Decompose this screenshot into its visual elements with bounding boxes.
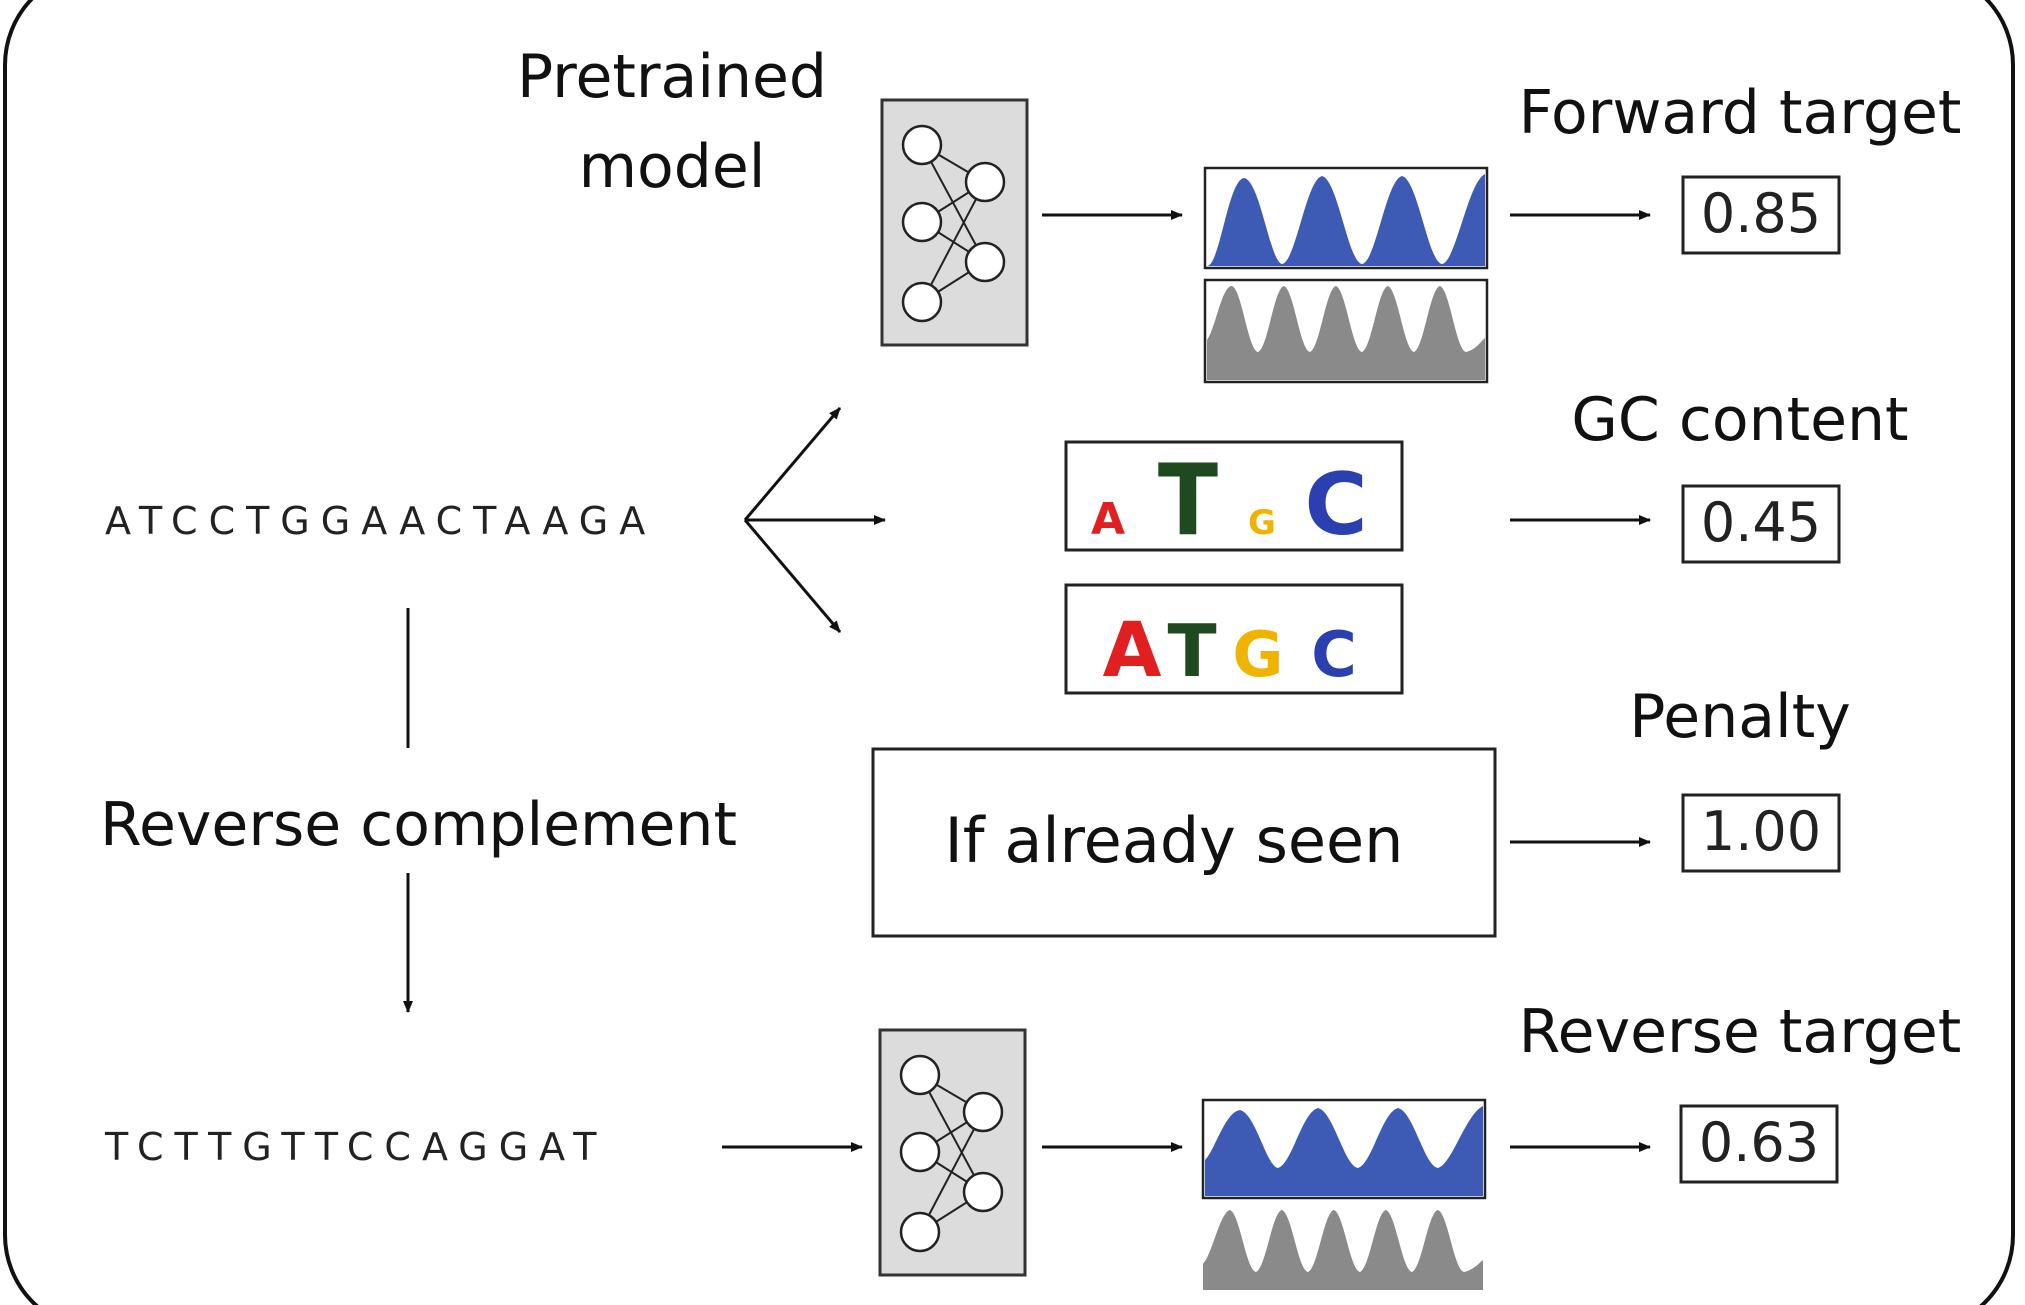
sequence-logo-top: A T G C bbox=[1064, 440, 1404, 558]
gc-content-label: GC content bbox=[1571, 385, 1908, 455]
gray-signal-track-reverse bbox=[1203, 1210, 1483, 1290]
logo-letter-c-large: C bbox=[1304, 455, 1367, 555]
penalty-value: 1.00 bbox=[1701, 800, 1821, 863]
reverse-complement-label: Reverse complement bbox=[100, 790, 737, 860]
node-icon bbox=[901, 281, 943, 323]
arrows bbox=[403, 210, 1651, 1152]
node-icon bbox=[899, 1054, 941, 1096]
node-icon bbox=[899, 1131, 941, 1173]
logo-letter-c: C bbox=[1311, 618, 1357, 691]
signal-tracks-forward bbox=[1203, 166, 1489, 384]
node-icon bbox=[962, 1091, 1004, 1133]
logo-letter-a-small: A bbox=[1091, 494, 1125, 545]
arrow-fan-up bbox=[743, 407, 842, 521]
pretrained-model-label-line1: Pretrained bbox=[517, 42, 827, 112]
node-icon bbox=[899, 1211, 941, 1253]
penalty-condition-text: If already seen bbox=[945, 804, 1404, 877]
penalty-condition-box bbox=[871, 747, 1497, 938]
blue-signal-track-forward bbox=[1207, 174, 1485, 266]
value-box-gc: 0.45 bbox=[1681, 484, 1841, 564]
logo-letter-a: A bbox=[1103, 605, 1162, 694]
signal-tracks-reverse bbox=[1201, 1098, 1487, 1290]
logo-frame-bottom bbox=[1064, 583, 1404, 695]
penalty-label: Penalty bbox=[1629, 682, 1850, 752]
blue-signal-track-reverse bbox=[1205, 1106, 1483, 1196]
logo-letter-t: T bbox=[1167, 609, 1216, 693]
logo-letter-g-small: G bbox=[1248, 503, 1276, 543]
pretrained-model-label-line2: model bbox=[579, 132, 766, 202]
logo-letter-g: G bbox=[1233, 618, 1284, 691]
value-box-forward: 0.85 bbox=[1681, 175, 1841, 255]
node-icon bbox=[964, 241, 1006, 283]
reverse-sequence: TCTTGTTCCAGGAT bbox=[104, 1125, 607, 1169]
forward-target-label: Forward target bbox=[1519, 78, 1962, 148]
logo-letter-t-large: T bbox=[1158, 443, 1219, 558]
node-icon bbox=[901, 124, 943, 166]
node-icon bbox=[964, 161, 1006, 203]
node-icon bbox=[962, 1171, 1004, 1213]
gray-signal-track-forward bbox=[1207, 285, 1485, 380]
value-box-reverse: 0.63 bbox=[1679, 1104, 1839, 1184]
arrow-fan-down bbox=[743, 519, 842, 633]
neural-network-icon-reverse bbox=[878, 1028, 1027, 1277]
forward-target-value: 0.85 bbox=[1701, 182, 1821, 245]
node-icon bbox=[901, 201, 943, 243]
logo-frame-top bbox=[1064, 440, 1404, 552]
reverse-target-label: Reverse target bbox=[1519, 997, 1962, 1067]
outer-frame bbox=[3, 0, 2015, 1305]
gc-content-value: 0.45 bbox=[1701, 491, 1821, 554]
forward-sequence: ATCCTGGAACTAAGA bbox=[105, 499, 656, 543]
value-box-penalty: 1.00 bbox=[1681, 793, 1841, 873]
reverse-target-value: 0.63 bbox=[1699, 1111, 1819, 1174]
sequence-logo-bottom: A T G C bbox=[1064, 583, 1404, 695]
neural-network-icon-forward bbox=[880, 98, 1029, 347]
